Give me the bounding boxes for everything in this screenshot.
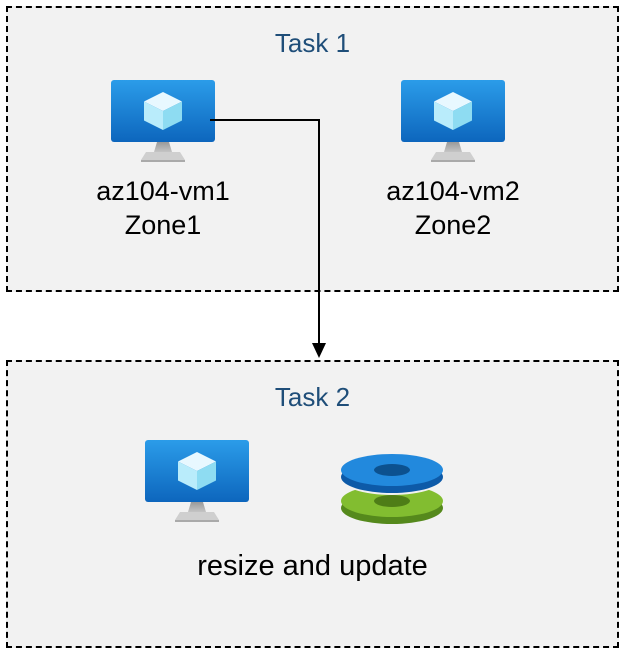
task2-title: Task 2 (274, 382, 351, 412)
task2-box: Task 2 resize and update (6, 360, 619, 648)
vm1-group: az104-vm1 Zone1 (63, 80, 263, 242)
vm1-name: az104-vm1 (96, 176, 230, 206)
disks-icon (337, 446, 447, 530)
vm-icon (401, 80, 505, 168)
vm1-zone: Zone1 (124, 210, 202, 240)
task2-caption: resize and update (197, 550, 428, 582)
vm-icon (145, 440, 249, 528)
task2-disk-group (337, 446, 447, 530)
task1-title: Task 1 (274, 28, 351, 58)
vm-icon (111, 80, 215, 168)
vm1-label: az104-vm1 Zone1 (63, 174, 263, 242)
vm2-zone: Zone2 (414, 210, 492, 240)
vm2-name: az104-vm2 (386, 176, 520, 206)
task2-vm-group (137, 440, 257, 528)
vm2-label: az104-vm2 Zone2 (353, 174, 553, 242)
vm2-group: az104-vm2 Zone2 (353, 80, 553, 242)
task1-box: Task 1 az104-vm1 Zone1 az104-vm2 Zone2 (6, 6, 619, 292)
